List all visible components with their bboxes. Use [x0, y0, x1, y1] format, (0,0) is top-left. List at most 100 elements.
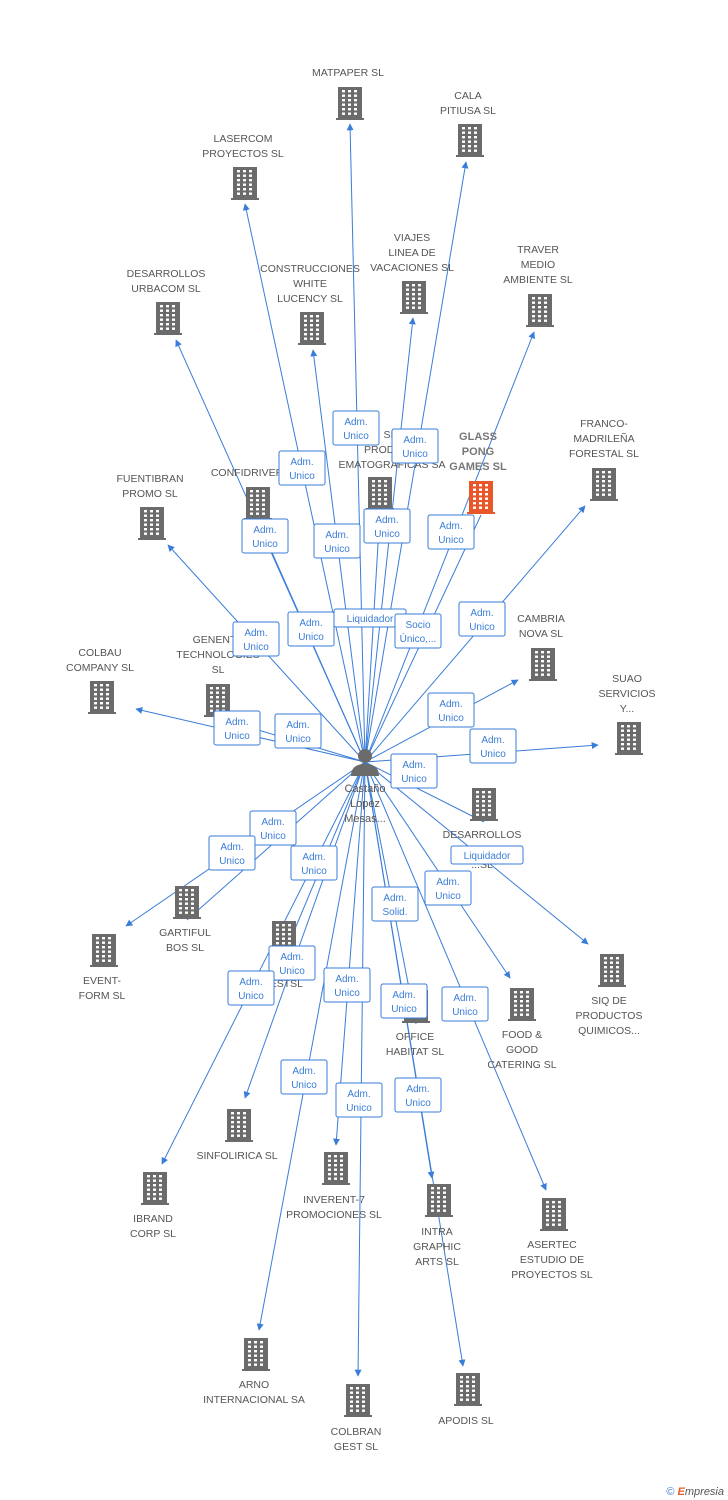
building-icon	[615, 722, 643, 755]
company-label-line: Y...	[620, 703, 634, 715]
company-label-line: SERVICIOS	[599, 688, 656, 700]
role-badge[interactable]: Adm.Unico	[394, 1077, 442, 1113]
role-badge[interactable]: Adm.Unico	[441, 986, 489, 1022]
role-badge[interactable]: Adm.Unico	[363, 508, 411, 544]
building-icon	[244, 487, 272, 520]
role-badge[interactable]: Adm.Unico	[390, 753, 438, 789]
company-node-sinfolirica[interactable]: SINFOLIRICA SL	[196, 1109, 278, 1162]
role-badge[interactable]: Adm.Unico	[335, 1082, 383, 1118]
role-badge-box	[441, 986, 489, 1022]
role-badge[interactable]: Adm.Unico	[280, 1059, 328, 1095]
company-label-line: BOS SL	[166, 942, 204, 954]
company-node-confidriver[interactable]: CONFIDRIVER	[211, 467, 284, 520]
edge-apodis	[364, 761, 466, 1367]
company-label: EVENT-FORM SL	[79, 975, 126, 1002]
role-badge[interactable]: Adm.Unico	[313, 523, 361, 559]
company-node-apodis[interactable]: APODIS SL	[438, 1373, 494, 1427]
role-badge-box	[371, 886, 419, 922]
company-node-matpaper[interactable]: MATPAPER SL	[312, 67, 384, 120]
role-badge[interactable]: Adm.Unico	[249, 810, 297, 846]
role-badge[interactable]: Adm.Unico	[323, 967, 371, 1003]
role-badge-label-line: Adm.	[481, 735, 504, 746]
role-badge[interactable]: Adm.Unico	[213, 710, 261, 746]
role-badge[interactable]: Adm.Unico	[424, 870, 472, 906]
role-badge[interactable]: Adm.Unico	[278, 450, 326, 486]
building-icon	[456, 124, 484, 157]
building-icon	[141, 1172, 169, 1205]
role-badge-box	[241, 518, 289, 554]
building-icon	[231, 167, 259, 200]
company-node-lasercom[interactable]: LASERCOM PROYECTOS SL	[202, 133, 284, 200]
role-badge[interactable]: Adm.Unico	[287, 611, 335, 647]
role-badge[interactable]: Adm.Unico	[427, 514, 475, 550]
building-icon	[400, 281, 428, 314]
company-label-line: MEDIO	[521, 259, 555, 271]
role-badge[interactable]: Adm.Unico	[469, 728, 517, 764]
role-badge[interactable]: Adm.Unico	[227, 970, 275, 1006]
role-badge-box	[424, 870, 472, 906]
company-label-line: GENENTE	[193, 634, 244, 646]
role-badge-label-line: Unico	[291, 1080, 317, 1091]
role-badge[interactable]: Adm.Unico	[232, 621, 280, 657]
company-label-line: LASERCOM	[214, 133, 273, 145]
role-badge[interactable]: Adm.Unico	[380, 983, 428, 1019]
role-badge[interactable]: Liquidador	[450, 845, 524, 865]
role-badge-label: Adm.Unico	[480, 735, 506, 760]
role-badge[interactable]: Adm.Unico	[208, 835, 256, 871]
building-icon	[173, 886, 201, 919]
role-badge[interactable]: Adm.Unico	[427, 692, 475, 728]
building-icon	[526, 294, 554, 327]
company-node-eventform[interactable]: EVENT-FORM SL	[79, 934, 126, 1002]
role-badge[interactable]: Adm.Unico	[241, 518, 289, 554]
building-icon	[225, 1109, 253, 1142]
role-badge[interactable]: Adm.Unico	[332, 410, 380, 446]
role-badge[interactable]: Adm.Unico	[391, 428, 439, 464]
company-label-line: PROYECTOS SL	[202, 148, 284, 160]
edge-colbran	[354, 761, 366, 1377]
role-badge[interactable]: Adm.Unico	[458, 601, 506, 637]
company-label-line: COLBAU	[78, 647, 121, 659]
role-badge-label-line: Unico	[391, 1004, 417, 1015]
company-label-line: PONG	[462, 446, 494, 458]
role-badge-label: Adm.Unico	[334, 974, 360, 999]
role-badge-label-line: Liquidador	[464, 851, 511, 862]
role-badge[interactable]: Adm.Unico	[268, 945, 316, 981]
role-badge[interactable]: Adm.Unico	[274, 713, 322, 749]
company-label-line: SIQ DE	[591, 995, 627, 1007]
company-label-line: ARNO	[239, 1379, 269, 1391]
building-icon	[425, 1184, 453, 1217]
role-badge[interactable]: Adm.Solid.	[371, 886, 419, 922]
role-badge[interactable]: Adm.Unico	[290, 845, 338, 881]
